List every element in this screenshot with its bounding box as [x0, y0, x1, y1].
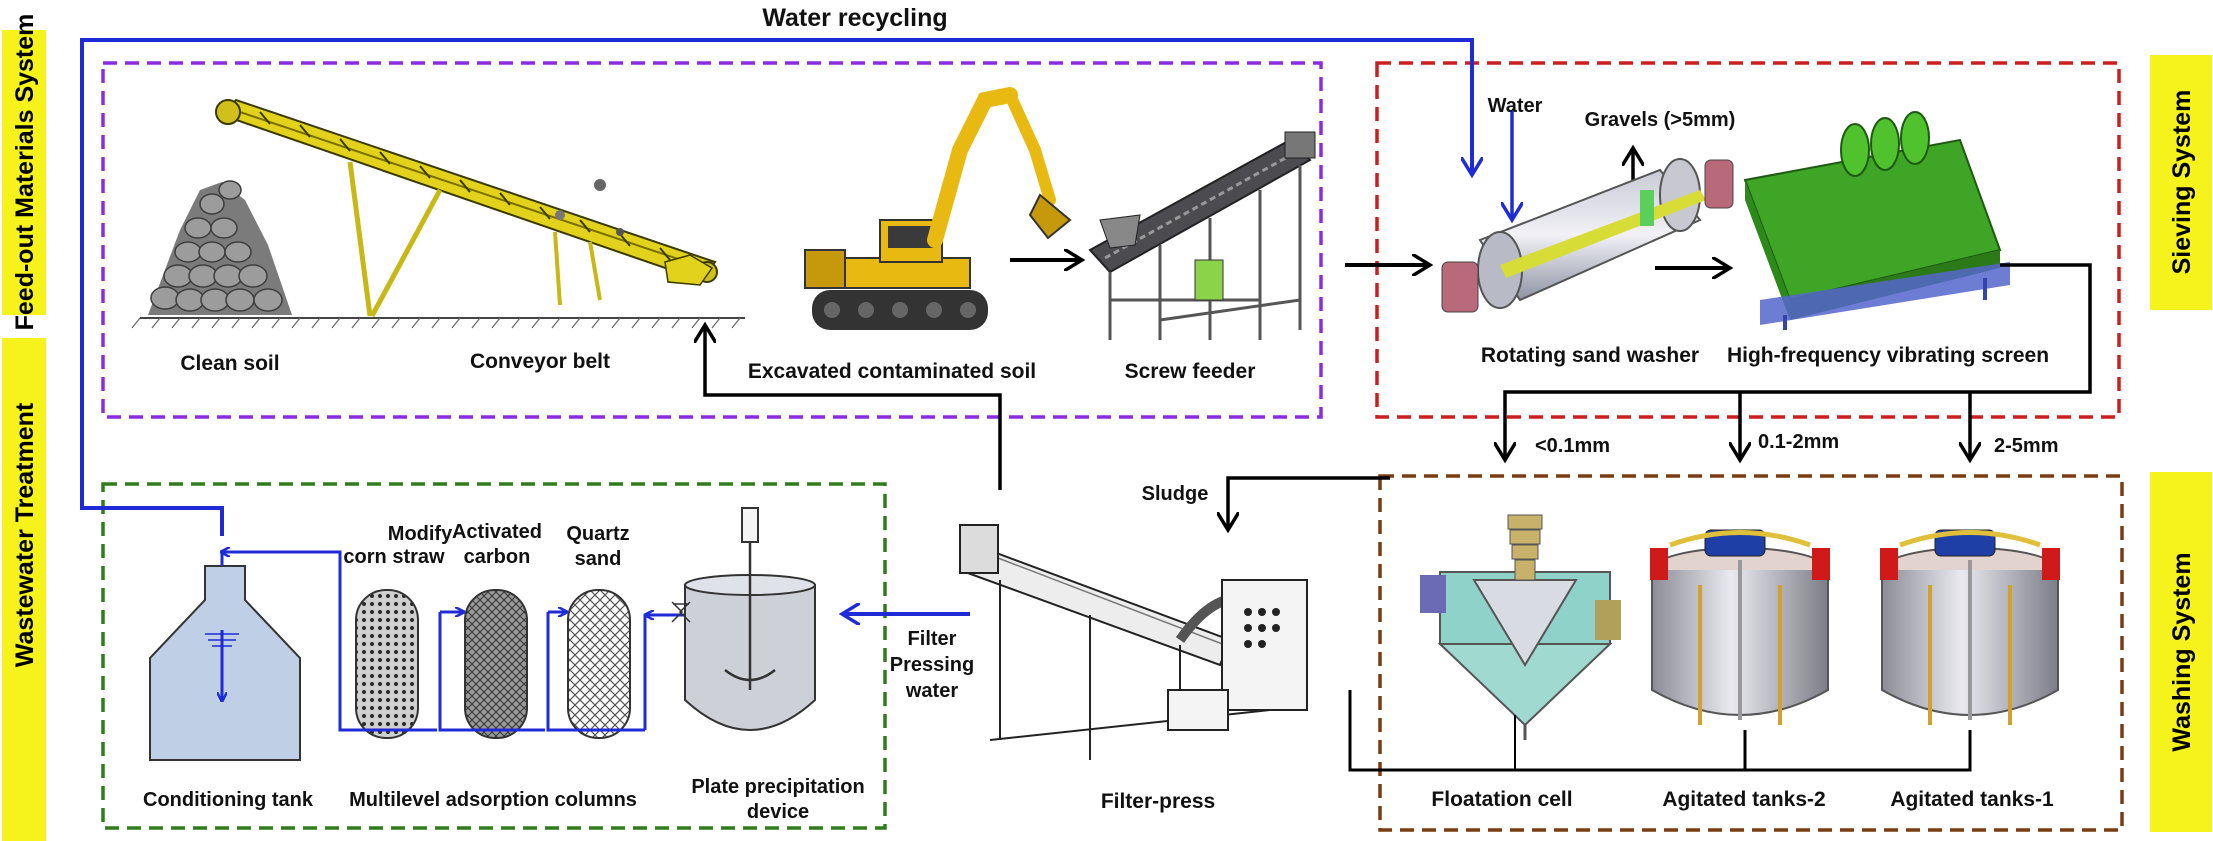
svg-text:Wastewater Treatment: Wastewater Treatment	[11, 402, 39, 667]
agitated-tank-2-label: Agitated tanks-2	[1662, 788, 1825, 811]
gravels-label: Gravels (>5mm)	[1585, 109, 1736, 131]
agitated-tank-1-illustration	[1880, 529, 2060, 725]
conditioning-tank-label: Conditioning tank	[143, 789, 314, 811]
sludge-label: Sludge	[1142, 483, 1209, 505]
water-recycling-line: Water recycling	[80, 4, 1472, 536]
side-label-sieving: Sieving System	[2150, 55, 2212, 310]
ground-line	[131, 317, 745, 329]
water-label: Water	[1488, 95, 1543, 117]
corn-straw-label-1: Modify	[388, 523, 453, 545]
adsorption-columns-label: Multilevel adsorption columns	[349, 789, 637, 811]
svg-text:water: water	[905, 680, 958, 702]
plate-precipitation-label-2: device	[747, 801, 809, 823]
agitated-tank-2-illustration	[1650, 529, 1830, 725]
fraction-coarse-label: 2-5mm	[1994, 435, 2058, 457]
feed-out-box	[101, 61, 1323, 419]
filter-press-illustration	[959, 524, 1308, 760]
quartz-label-2: sand	[575, 548, 622, 570]
side-label-feed-out: Feed-out Materials System	[2, 14, 46, 331]
corn-straw-label-2: corn straw	[343, 546, 445, 568]
fraction-split-lines: <0.1mm 0.1-2mm 2-5mm	[1505, 263, 2092, 460]
wastewater-box	[101, 482, 887, 830]
fraction-medium-label: 0.1-2mm	[1758, 431, 1839, 453]
svg-text:Feed-out Materials System: Feed-out Materials System	[11, 14, 39, 331]
plate-precipitation-label-1: Plate precipitation	[691, 776, 864, 798]
filter-press-label: Filter-press	[1101, 790, 1215, 813]
clean-soil-label: Clean soil	[180, 352, 279, 375]
conditioning-tank-illustration	[149, 565, 301, 761]
rotating-washer-label: Rotating sand washer	[1481, 344, 1699, 367]
plate-precipitation-device-illustration	[671, 507, 816, 731]
corn-straw-column	[355, 589, 419, 739]
vibrating-screen-illustration	[1743, 111, 2010, 330]
conveyor-belt-label: Conveyor belt	[470, 350, 610, 373]
washing-box	[1378, 474, 2124, 832]
sludge-line: Sludge	[1142, 476, 1972, 772]
agitated-tank-1-label: Agitated tanks-1	[1890, 788, 2054, 811]
quartz-sand-column	[567, 589, 631, 739]
screw-feeder-label: Screw feeder	[1125, 360, 1256, 383]
carbon-label-1: Activated	[452, 521, 542, 543]
floatation-cell-illustration	[1420, 514, 1621, 770]
floatation-cell-label: Floatation cell	[1431, 788, 1572, 811]
filter-pressing-water: Filter Pressing water	[842, 614, 974, 702]
side-label-washing: Washing System	[2150, 472, 2212, 832]
carbon-label-2: carbon	[464, 546, 531, 568]
side-label-wastewater: Wastewater Treatment	[2, 338, 46, 841]
activated-carbon-column	[464, 589, 528, 739]
screw-feeder-illustration	[1088, 131, 1316, 340]
arrow-filterpress-to-conveyor	[705, 325, 1002, 490]
clean-soil-pile	[148, 180, 292, 315]
svg-text:Filter: Filter	[908, 628, 957, 650]
excavator-illustration	[804, 87, 1072, 330]
rotating-sand-washer-illustration	[1441, 158, 1734, 313]
svg-text:Pressing: Pressing	[890, 654, 974, 676]
adsorption-columns	[355, 589, 631, 739]
sieving-box	[1375, 61, 2121, 419]
quartz-label-1: Quartz	[566, 523, 629, 545]
water-recycling-label: Water recycling	[762, 4, 947, 32]
svg-text:Washing System: Washing System	[2168, 552, 2196, 751]
vibrating-screen-label: High-frequency vibrating screen	[1727, 344, 2049, 367]
svg-text:Sieving System: Sieving System	[2168, 90, 2196, 275]
adsorption-flow-lines	[222, 552, 690, 732]
excavated-soil-label: Excavated contaminated soil	[748, 360, 1036, 383]
water-inlet: Water	[1488, 95, 1543, 220]
conveyor-belt-illustration	[215, 98, 718, 318]
fraction-fine-label: <0.1mm	[1535, 435, 1610, 457]
